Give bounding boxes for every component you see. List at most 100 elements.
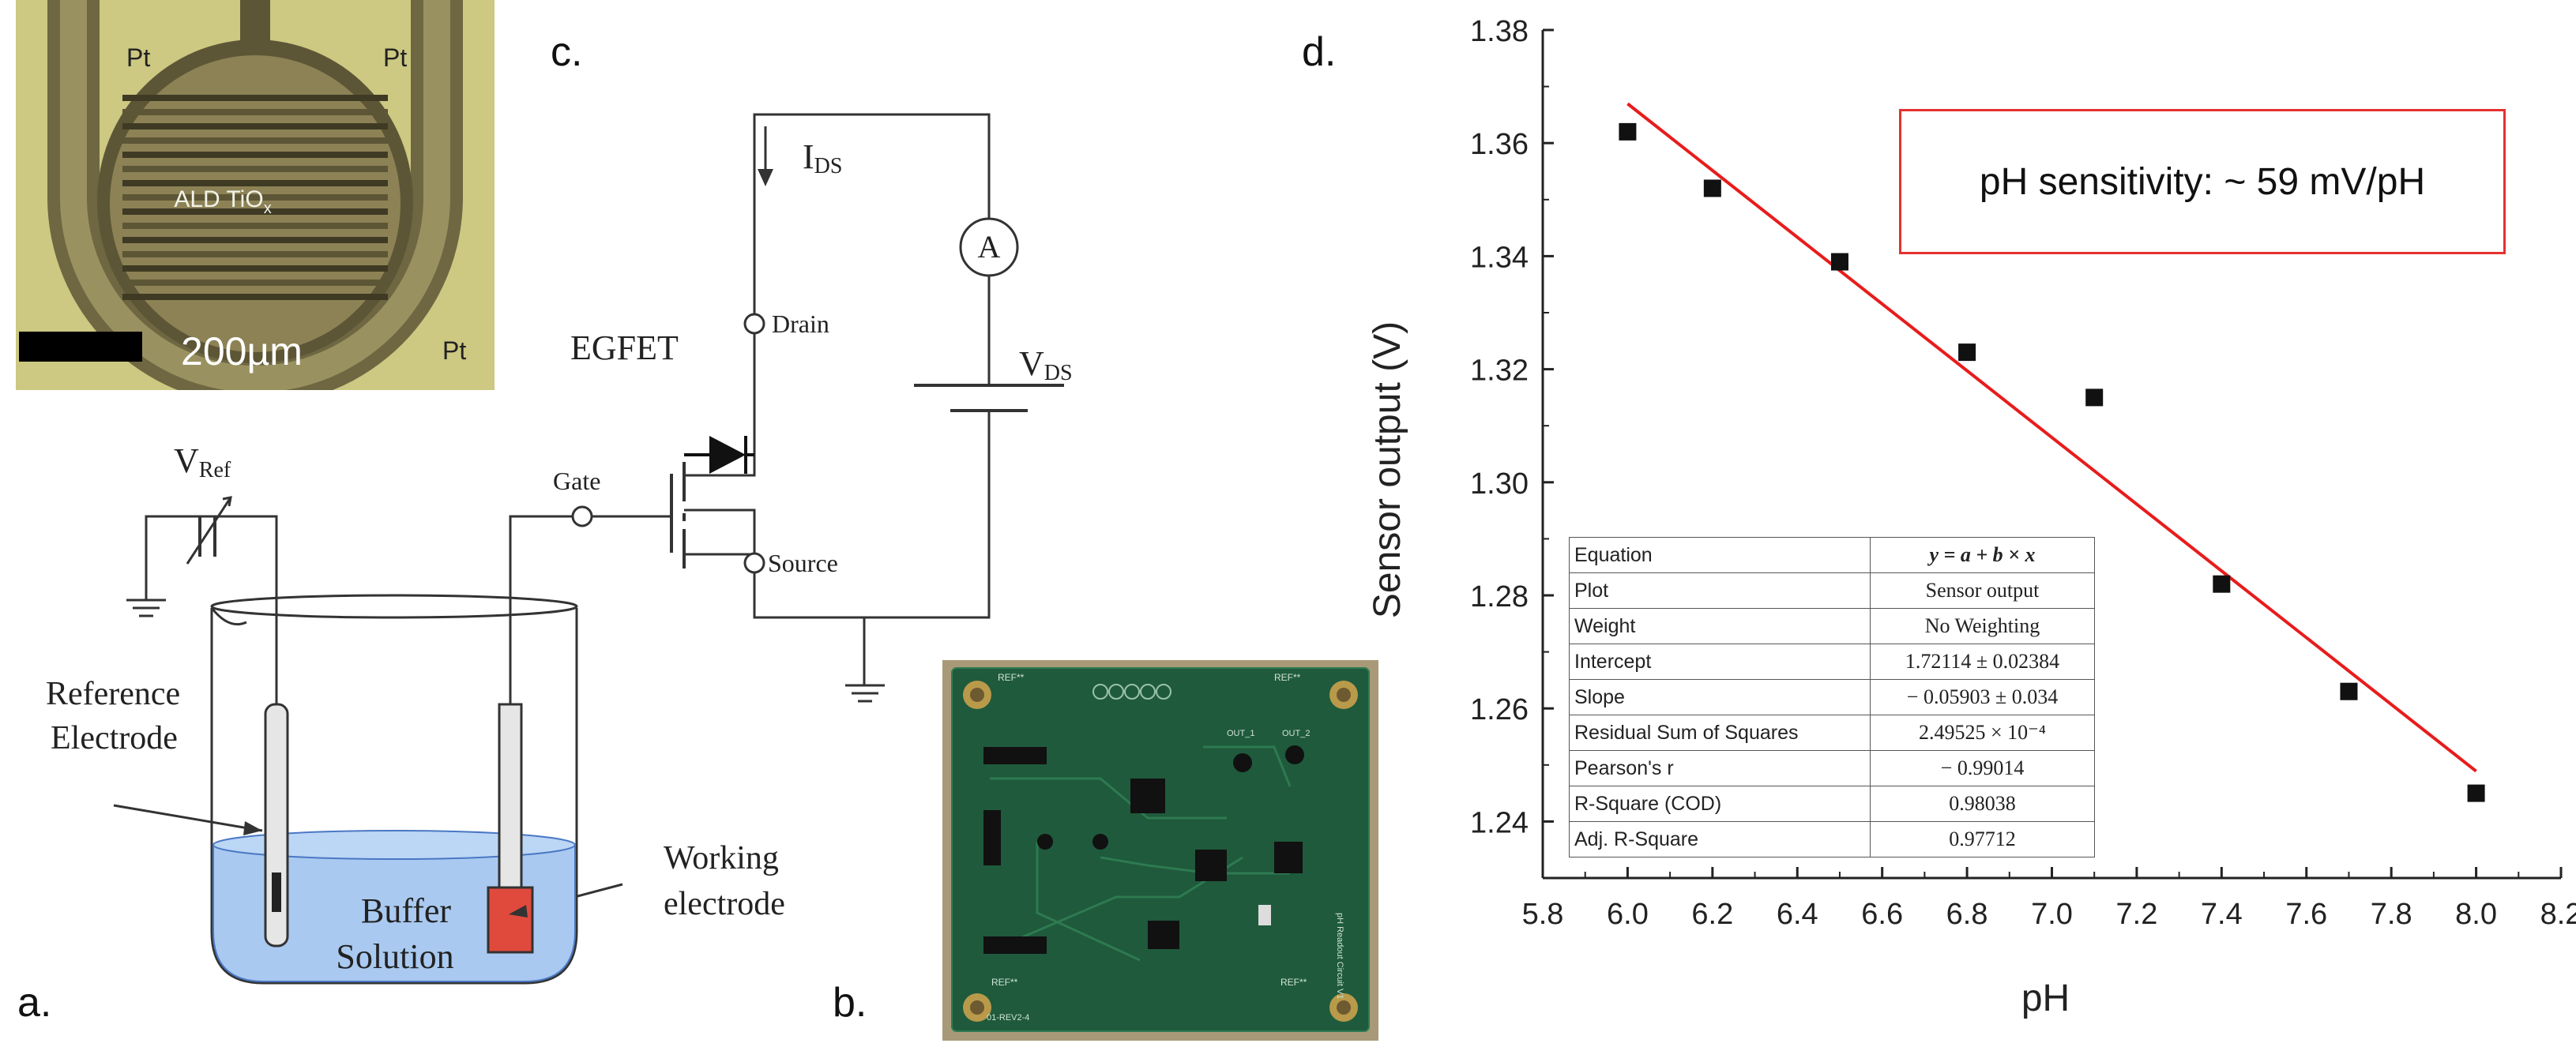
- x-tick-label: 6.8: [1946, 898, 1988, 931]
- table-row: Pearson's r− 0.99014: [1569, 750, 2095, 786]
- fit-param-name: Residual Sum of Squares: [1569, 715, 1871, 751]
- scale-bar-label: 200µm: [181, 329, 303, 373]
- fit-param-name: Adj. R-Square: [1569, 821, 1871, 857]
- fit-param-value: 1.72114 ± 0.02384: [1870, 644, 2095, 680]
- x-axis-label: pH: [2021, 978, 2070, 1019]
- data-point: [1958, 343, 1976, 362]
- y-axis-label: Sensor output (V): [1367, 321, 1408, 618]
- material-label: ALD TiOx: [174, 186, 271, 217]
- egfet-label: EGFET: [570, 328, 679, 367]
- electrode-finger: [122, 180, 388, 186]
- fit-param-name: Pearson's r: [1569, 750, 1871, 786]
- data-point: [2085, 388, 2104, 407]
- electrode-finger: [122, 109, 388, 115]
- linear-fit-line: [1626, 102, 2477, 773]
- drain-label: Drain: [772, 310, 829, 338]
- y-tick-label: 1.24: [1470, 806, 1529, 839]
- pcb-ref-top-right: REF**: [1274, 672, 1301, 683]
- egfet-setup-diagram: VRef Reference Electrode Buffer Solution…: [46, 113, 1073, 985]
- data-point: [1830, 253, 1848, 271]
- pcb-ref-bottom-right: REF**: [1280, 977, 1307, 988]
- ammeter-label: A: [978, 229, 1001, 265]
- table-row: Slope− 0.05903 ± 0.034: [1569, 679, 2095, 715]
- reference-electrode-label-line2: Electrode: [51, 720, 178, 756]
- fit-param-name: Plot: [1569, 572, 1871, 609]
- electrode-finger: [122, 223, 388, 229]
- fit-param-name: Equation: [1569, 537, 1871, 573]
- working-electrode-label-line1: Working: [664, 840, 779, 876]
- fit-param-value: 0.97712: [1870, 821, 2095, 857]
- pcb-title: pH Readout Circuit V1: [1335, 913, 1344, 999]
- working-electrode-rod: [498, 703, 523, 889]
- data-point: [2213, 575, 2231, 593]
- pcb-ref-top-left: REF**: [998, 672, 1025, 683]
- panel-label-d: d.: [1302, 29, 1337, 75]
- y-tick-label: 1.36: [1470, 128, 1529, 161]
- data-point: [1703, 179, 1721, 197]
- y-tick-label: 1.32: [1470, 355, 1529, 388]
- y-tick-label: 1.28: [1470, 580, 1529, 614]
- electrode-finger: [122, 294, 388, 300]
- panel-label-c: c.: [551, 29, 583, 75]
- fit-param-value: 0.98038: [1870, 786, 2095, 822]
- fit-param-value: − 0.05903 ± 0.034: [1870, 679, 2095, 715]
- micrograph-image: 200µm Pt Pt Pt ALD TiOx: [16, 0, 495, 390]
- fit-param-value: − 0.99014: [1870, 750, 2095, 786]
- working-electrode-pad: [487, 886, 534, 954]
- x-tick-label: 6.2: [1691, 898, 1733, 931]
- electrode-finger: [122, 152, 388, 158]
- x-tick-label: 7.2: [2116, 898, 2158, 931]
- electrode-finger: [122, 280, 388, 286]
- vref-label: VRef: [174, 441, 231, 482]
- fit-param-value: No Weighting: [1870, 608, 2095, 644]
- y-tick-label: 1.34: [1470, 241, 1529, 274]
- pcb-ref-bottom-left: REF**: [991, 977, 1018, 988]
- pt-label-top-left: Pt: [126, 43, 150, 72]
- fit-param-name: R-Square (COD): [1569, 786, 1871, 822]
- fit-param-name: Weight: [1569, 608, 1871, 644]
- pcb-out1: OUT_1: [1227, 729, 1254, 738]
- ids-label: IDS: [803, 137, 842, 178]
- panel-label-b: b.: [833, 980, 867, 1026]
- pcb-out2: OUT_2: [1282, 729, 1310, 738]
- x-tick-label: 8.2: [2540, 898, 2576, 931]
- reference-electrode: [264, 703, 289, 948]
- x-tick-label: 7.6: [2285, 898, 2327, 931]
- source-label: Source: [768, 549, 838, 577]
- y-tick-label: 1.30: [1470, 467, 1529, 501]
- data-point: [2467, 784, 2485, 802]
- y-tick-label: 1.38: [1470, 15, 1529, 48]
- panel-label-a: a.: [17, 980, 52, 1026]
- sensitivity-annotation: pH sensitivity: ~ 59 mV/pH: [1979, 161, 2426, 203]
- working-electrode-label-line2: electrode: [664, 886, 785, 922]
- x-tick-label: 7.8: [2371, 898, 2412, 931]
- x-tick-label: 6.6: [1861, 898, 1903, 931]
- y-tick-label: 1.26: [1470, 693, 1529, 726]
- reference-electrode-label-line1: Reference: [46, 676, 180, 712]
- table-row: R-Square (COD)0.98038: [1569, 786, 2095, 822]
- data-point: [2340, 682, 2358, 700]
- electrode-finger: [122, 251, 388, 257]
- electrode-finger: [122, 123, 388, 129]
- electrode-finger: [122, 166, 388, 172]
- gate-label: Gate: [553, 467, 600, 495]
- electrode-finger: [122, 95, 388, 101]
- electrode-finger: [122, 237, 388, 243]
- x-tick-label: 6.4: [1777, 898, 1818, 931]
- buffer-solution-label-line1: Buffer: [361, 891, 451, 930]
- fit-param-name: Intercept: [1569, 644, 1871, 680]
- pcb-photo: REF** REF** REF** REF** OUT_1 OUT_2 01-R…: [942, 660, 1378, 1041]
- fit-param-name: Slope: [1569, 679, 1871, 715]
- interdigitated-fingers: [122, 95, 388, 300]
- electrode-finger: [122, 265, 388, 272]
- electrode-finger: [122, 194, 388, 201]
- fit-param-value: y = a + b × x: [1870, 537, 2095, 573]
- x-tick-label: 6.0: [1607, 898, 1649, 931]
